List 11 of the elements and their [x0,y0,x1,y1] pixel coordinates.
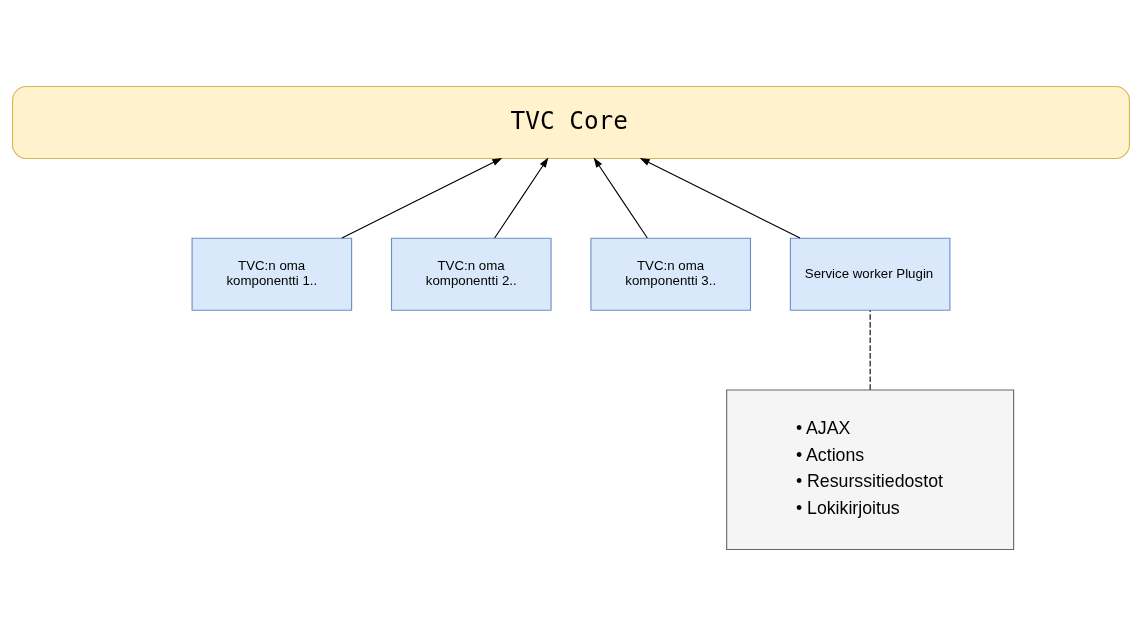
node-box: TVC:n oma komponentti 1.. [191,237,353,311]
arrow [593,157,648,239]
node-box: TVC:n oma komponentti 2.. [390,237,552,311]
node-box: Service worker Plugin [789,237,951,311]
arrow [494,157,549,239]
arrow [341,157,503,239]
node-box: TVC Core [12,85,1130,159]
connector [869,309,871,390]
node-box: TVC:n oma komponentti 3.. [590,237,752,311]
arrow [639,157,801,239]
node-box: • AJAX • Actions • Resurssitiedostot • Lokikirjoitus [726,388,1015,550]
